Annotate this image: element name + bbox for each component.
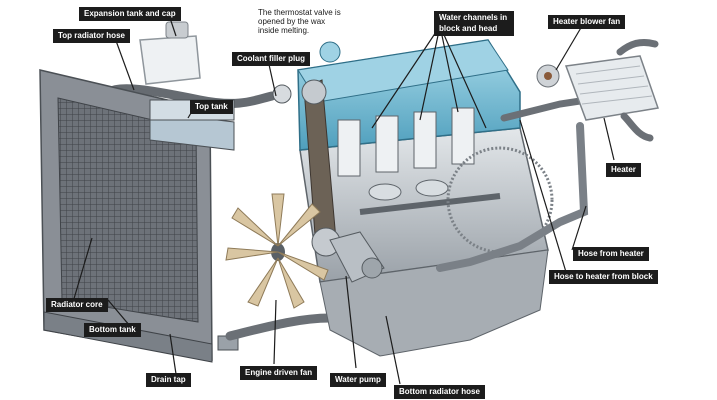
label-water-channels: Water channels in block and head bbox=[434, 11, 514, 36]
label-expansion-tank: Expansion tank and cap bbox=[79, 7, 181, 21]
label-hose-from-heater: Hose from heater bbox=[573, 247, 649, 261]
label-heater: Heater bbox=[606, 163, 641, 177]
thermostat-note: The thermostat valve is opened by the wa… bbox=[258, 8, 341, 35]
engine-block bbox=[297, 39, 554, 357]
label-coolant-filler-plug: Coolant filler plug bbox=[232, 52, 310, 66]
label-hose-to-heater-from-block: Hose to heater from block bbox=[549, 270, 658, 284]
label-drain-tap: Drain tap bbox=[146, 373, 191, 387]
heater bbox=[564, 38, 659, 142]
label-engine-driven-fan: Engine driven fan bbox=[240, 366, 318, 380]
label-water-pump: Water pump bbox=[330, 373, 386, 387]
expansion-tank bbox=[139, 21, 201, 85]
engine-driven-fan bbox=[225, 193, 329, 309]
leader-lines bbox=[72, 17, 615, 385]
heater-blower-fan bbox=[536, 64, 560, 88]
drive-belt bbox=[272, 79, 341, 257]
label-radiator-core: Radiator core bbox=[46, 298, 108, 312]
hose-from-heater bbox=[436, 122, 589, 272]
label-heater-blower-fan: Heater blower fan bbox=[548, 15, 626, 29]
label-top-tank: Top tank bbox=[190, 100, 233, 114]
water-pump bbox=[329, 231, 385, 283]
label-bottom-tank: Bottom tank bbox=[84, 323, 141, 337]
label-top-radiator-hose: Top radiator hose bbox=[53, 29, 130, 43]
label-bottom-radiator-hose: Bottom radiator hose bbox=[394, 385, 485, 399]
